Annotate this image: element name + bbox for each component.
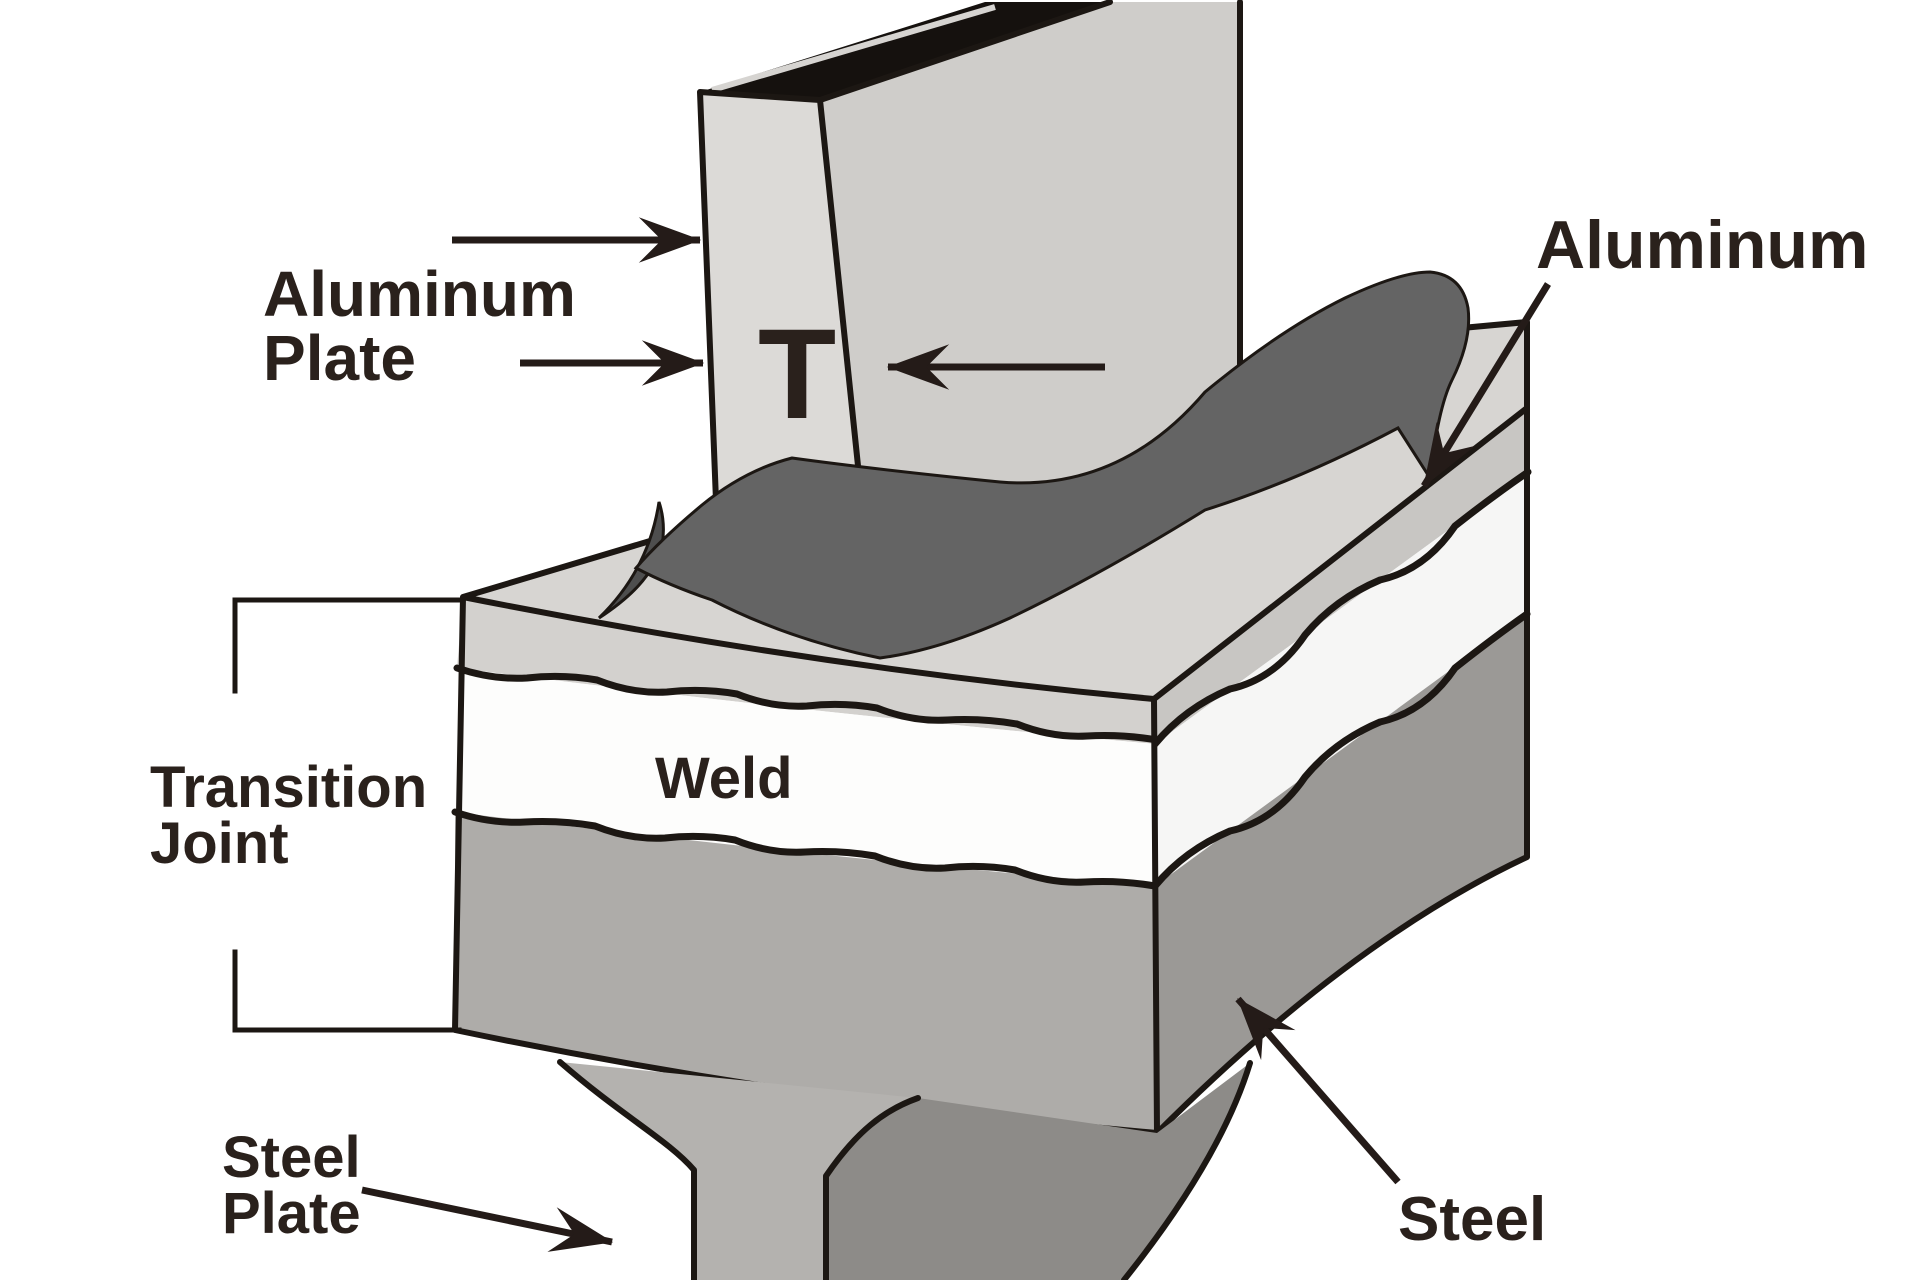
transition-joint-label-line1: Transition: [150, 755, 427, 820]
front-steel-layer: [455, 812, 1157, 1133]
front-aluminum-layer: [457, 597, 1155, 744]
plate-right-face: [820, 2, 1240, 562]
plate-outline: [697, 0, 1243, 565]
bottom-steel-plate: [557, 1059, 1253, 1280]
steel-plate-arrow: [361, 1186, 614, 1252]
plate-top-edge-highlight: [711, 4, 996, 93]
side-weld-layer: [1155, 472, 1528, 886]
side-aluminum-layer: [1154, 408, 1528, 744]
near-side-fillet-weld: [633, 270, 1471, 660]
steel-plate-label-line2: Plate: [222, 1181, 361, 1246]
steel-layer-arrow: [1235, 996, 1401, 1185]
bottom-plate-front-face: [560, 1062, 918, 1280]
bottom-plate-side-face: [826, 1063, 1250, 1280]
fillet-welds: [597, 270, 1471, 660]
steel-plate-label-line1: Steel: [222, 1125, 361, 1190]
bracket-top: [232, 597, 464, 694]
aluminum-plate-label-line2: Plate: [263, 322, 416, 394]
text-labels: Aluminum Plate Aluminum Weld Transition …: [150, 207, 1868, 1254]
top-aluminum-plate: T: [697, 0, 1243, 565]
front-weld-layer: [455, 668, 1155, 886]
bottom-plate-outline: [557, 1059, 1253, 1280]
bracket-bottom: [232, 949, 462, 1033]
plate-thickness-label: T: [758, 303, 836, 446]
annotation-arrows: [361, 217, 1551, 1252]
aluminum-layer-arrow: [1421, 282, 1551, 488]
transition-joint-label-line2: Joint: [150, 811, 289, 876]
side-weld-boundary-upper: [1151, 468, 1532, 748]
weld-layer-label: Weld: [655, 746, 793, 811]
steel-layer-label: Steel: [1398, 1185, 1546, 1254]
plate-front-strip: [700, 92, 868, 562]
aluminum-plate-label-line1: Aluminum: [263, 258, 576, 330]
aluminum-layer-label: Aluminum: [1536, 207, 1868, 283]
plate-top-edge-band: [700, 2, 1110, 100]
side-weld-boundary-lower: [1151, 610, 1531, 890]
transition-joint-bracket: [232, 597, 464, 1033]
front-weld-boundary-upper: [453, 664, 1161, 744]
front-weld-boundary-lower: [451, 808, 1159, 890]
